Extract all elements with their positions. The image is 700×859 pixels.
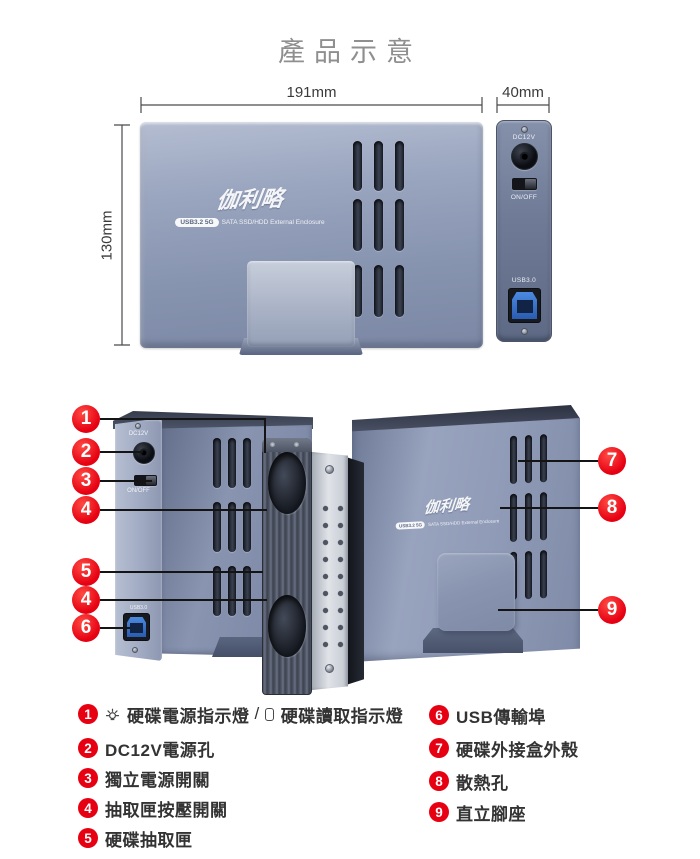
legend-label: 散熱孔 bbox=[456, 773, 509, 793]
screw-icon bbox=[135, 423, 141, 429]
tray-latch-bottom bbox=[268, 595, 306, 657]
vertical-stand bbox=[437, 553, 515, 631]
dc-power-jack bbox=[511, 143, 538, 170]
screw-icon bbox=[325, 465, 334, 474]
legend-label: DC12V電源孔 bbox=[105, 740, 215, 760]
legend-item-6: 6 USB傳輸埠 bbox=[429, 704, 546, 727]
brand-block: 伽利略 USB3.2 5G SATA SSD/HDD External Encl… bbox=[386, 492, 508, 530]
tray-latch-top bbox=[268, 452, 306, 514]
legend-item-3: 3 獨立電源開關 bbox=[78, 767, 210, 790]
brand-row: USB3.2 5G SATA SSD/HDD External Enclosur… bbox=[170, 218, 330, 227]
dc-label: DC12V bbox=[512, 134, 536, 141]
screw-icon bbox=[521, 126, 528, 133]
callout-8: 8 bbox=[598, 494, 626, 522]
screw-icon bbox=[521, 328, 528, 335]
legend-item-4: 4 抽取匣按壓開關 bbox=[78, 797, 228, 820]
legend-label: 硬碟電源指示燈 bbox=[127, 706, 250, 726]
onoff-label: ON/OFF bbox=[127, 488, 150, 494]
legend-badge: 6 bbox=[429, 705, 449, 725]
rear-panel: DC12V ON/OFF USB3.0 bbox=[115, 418, 162, 661]
legend-badge: 3 bbox=[78, 768, 98, 788]
usb-b-port bbox=[123, 613, 150, 641]
legend-badge: 1 bbox=[78, 704, 98, 724]
enclosure-interior bbox=[346, 457, 364, 685]
legend-badge: 4 bbox=[78, 798, 98, 818]
legend-item-1: 1 硬碟電源指示燈 / 硬碟讀取指示燈 bbox=[78, 703, 404, 726]
front-view-enclosure: 伽利略 USB3.2 5G SATA SSD/HDD External Encl… bbox=[140, 122, 483, 355]
legend-item-8: 8 散熱孔 bbox=[429, 770, 509, 793]
legend-badge: 2 bbox=[78, 738, 98, 758]
power-switch bbox=[134, 475, 157, 486]
dimension-side-label: 40mm bbox=[502, 84, 544, 101]
plate-holes bbox=[315, 498, 345, 653]
callout-2: 2 bbox=[72, 438, 100, 466]
legend-label: 獨立電源開關 bbox=[105, 770, 210, 790]
drive-tray-cap bbox=[262, 438, 312, 452]
screw-icon bbox=[325, 664, 334, 673]
legend-item-2: 2 DC12V電源孔 bbox=[78, 737, 215, 760]
dimension-height-label: 130mm bbox=[98, 210, 116, 261]
brand-block: 伽利略 USB3.2 5G SATA SSD/HDD External Encl… bbox=[170, 182, 330, 227]
exploded-view-diagram: DC12V ON/OFF USB3.0 伽利略 USB3.2 5G SATA S… bbox=[60, 395, 640, 695]
read-led-icon bbox=[264, 707, 274, 721]
usb-label: USB3.0 bbox=[129, 605, 148, 611]
page-title: 產品示意 bbox=[278, 37, 422, 67]
power-switch bbox=[512, 178, 537, 190]
legend-label: 硬碟抽取匣 bbox=[105, 830, 193, 850]
dimension-width-label: 191mm bbox=[286, 84, 337, 101]
dc-label: DC12V bbox=[128, 431, 149, 437]
legend-label: USB傳輸埠 bbox=[456, 707, 546, 727]
power-led-icon bbox=[105, 707, 120, 722]
callout-6: 6 bbox=[72, 614, 100, 642]
callout-1: 1 bbox=[72, 405, 100, 433]
legend-badge: 5 bbox=[78, 828, 98, 848]
legend-label: 硬碟讀取指示燈 bbox=[280, 706, 404, 726]
side-view-panel: DC12V ON/OFF USB3.0 bbox=[496, 120, 552, 342]
legend-separator: / bbox=[254, 704, 260, 723]
callout-5: 5 bbox=[72, 558, 100, 586]
screw-icon bbox=[132, 647, 138, 653]
stand-front bbox=[247, 261, 355, 347]
legend-badge: 8 bbox=[429, 771, 449, 791]
legend-item-7: 7 硬碟外接盒外殼 bbox=[429, 737, 579, 760]
legend: 1 硬碟電源指示燈 / 硬碟讀取指示燈 2 DC12V電源孔 3 獨立電源開關 bbox=[0, 698, 700, 859]
callout-3: 3 bbox=[72, 467, 100, 495]
usb-b-port bbox=[508, 288, 541, 323]
onoff-label: ON/OFF bbox=[510, 194, 538, 201]
legend-badge: 7 bbox=[429, 738, 449, 758]
usb-badge: USB3.2 5G bbox=[175, 218, 219, 227]
brand-logo: 伽利略 bbox=[214, 185, 285, 214]
callout-4b: 4 bbox=[72, 586, 100, 614]
legend-label: 硬碟外接盒外殼 bbox=[456, 740, 579, 760]
stand-base bbox=[423, 628, 523, 653]
legend-item-5: 5 硬碟抽取匣 bbox=[78, 827, 193, 850]
legend-item-9: 9 直立腳座 bbox=[429, 801, 526, 824]
brand-tagline: SATA SSD/HDD External Enclosure bbox=[221, 219, 325, 226]
callout-7: 7 bbox=[598, 447, 626, 475]
legend-badge: 9 bbox=[429, 802, 449, 822]
usb-label: USB3.0 bbox=[511, 277, 537, 284]
callout-4: 4 bbox=[72, 496, 100, 524]
legend-label: 抽取匣按壓開關 bbox=[105, 800, 228, 820]
callout-9: 9 bbox=[598, 596, 626, 624]
legend-label: 直立腳座 bbox=[456, 804, 526, 824]
tray-side-plate bbox=[312, 452, 348, 690]
dc-power-jack bbox=[133, 442, 155, 464]
